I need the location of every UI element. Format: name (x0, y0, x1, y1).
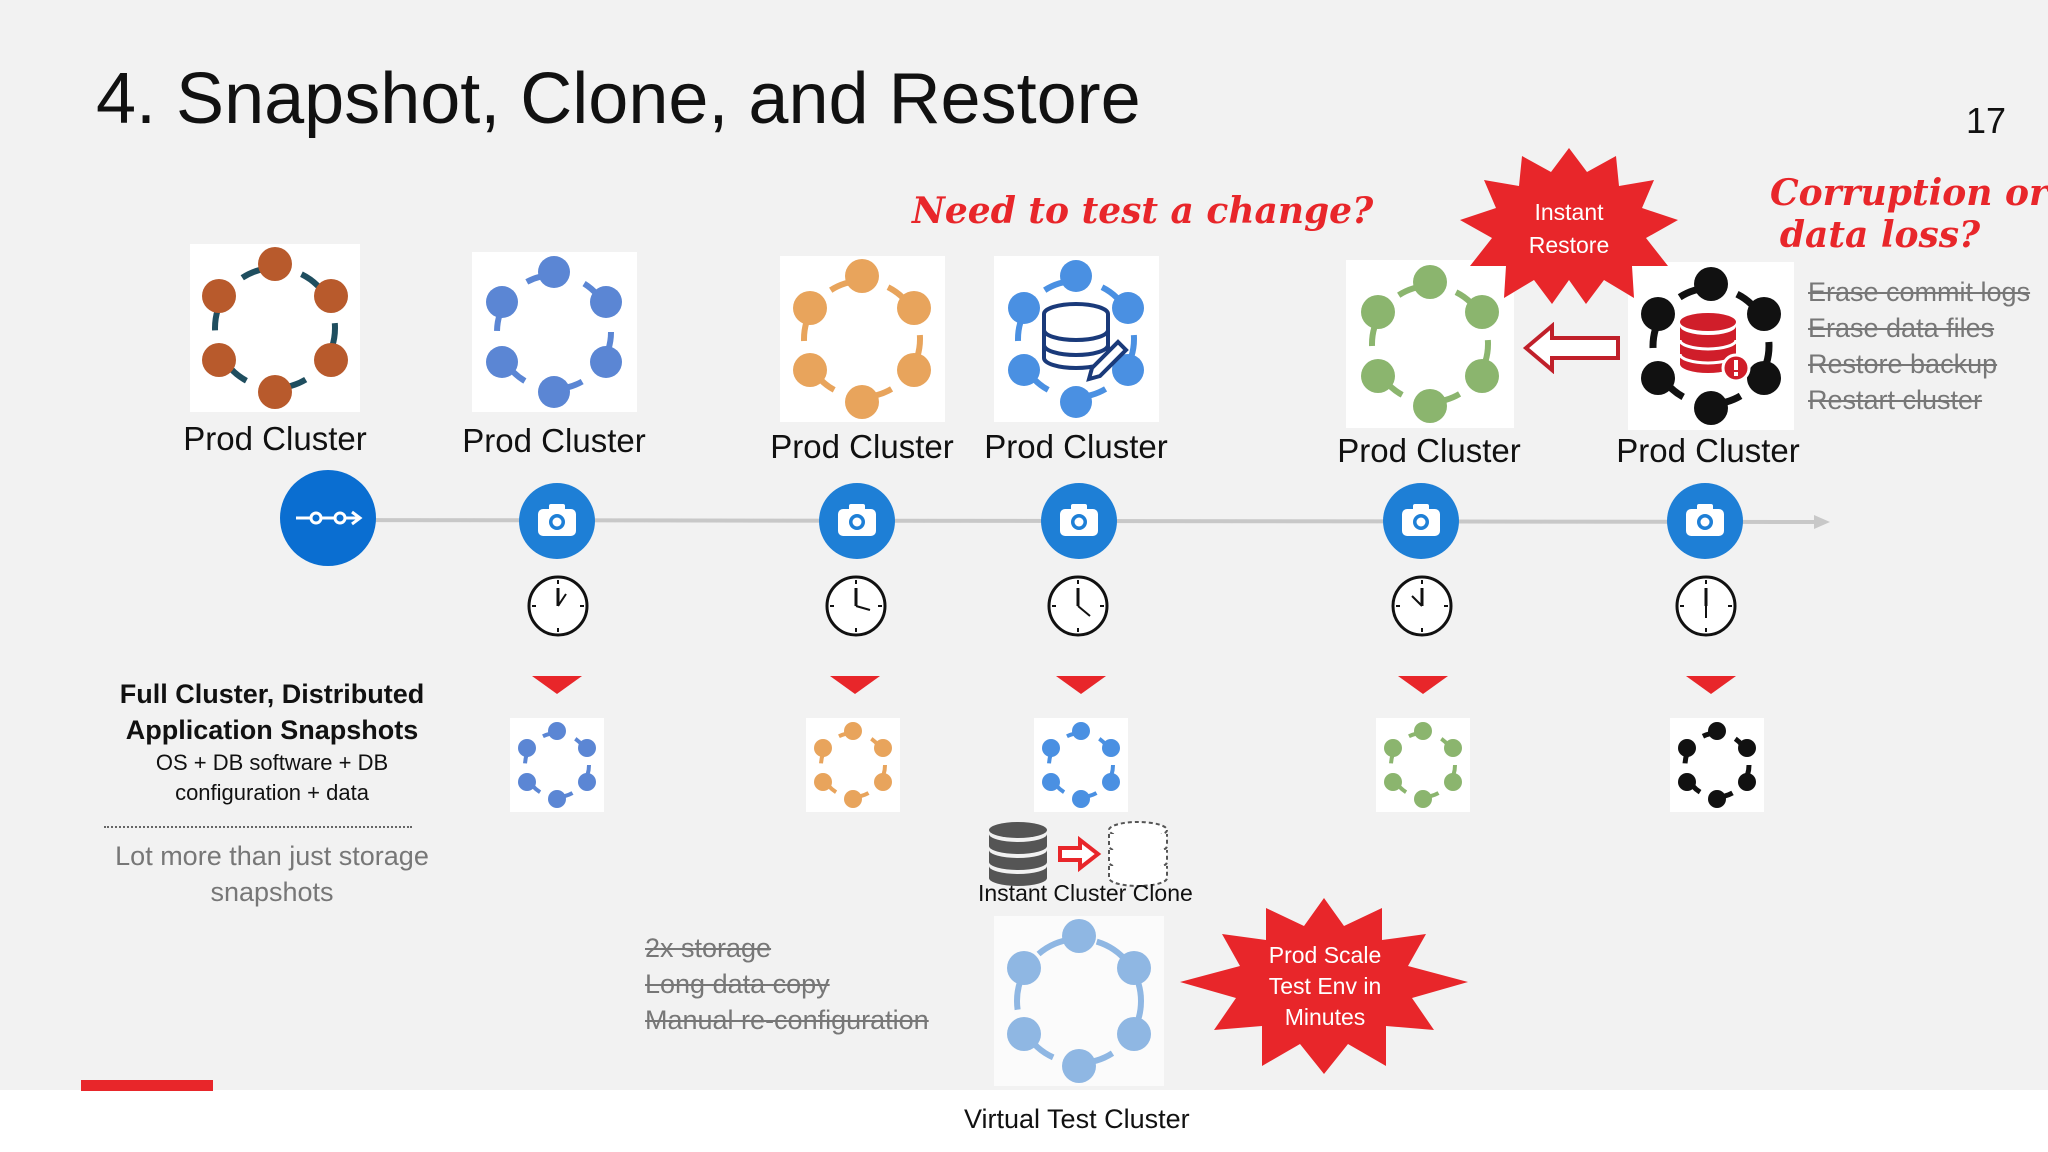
red-triangle-icon (830, 676, 880, 694)
bottom-band (0, 1090, 2048, 1152)
cluster-tile-5 (1346, 260, 1514, 428)
cluster-ring-icon (202, 247, 348, 409)
red-triangle-icon (532, 676, 582, 694)
restore-step: Restart cluster (1808, 385, 1983, 415)
prod-scale-starburst (1180, 898, 1468, 1074)
cluster-tile-4 (994, 256, 1159, 422)
clone-drawback: 2x storage (645, 933, 772, 963)
cluster-ring-icon (486, 256, 622, 408)
camera-icon[interactable] (1382, 482, 1460, 560)
instant-restore-line-1: Instant (1534, 199, 1604, 225)
instant-restore-line-2: Restore (1528, 232, 1610, 258)
red-triangle-icon (1398, 676, 1448, 694)
snapshot-cluster-icon (1384, 722, 1462, 808)
clock-icon (825, 575, 887, 637)
cluster-label-5: Prod Cluster (1337, 432, 1521, 469)
cluster-label-1: Prod Cluster (183, 420, 367, 457)
left-note-line-1: Lot more than just storage (115, 841, 429, 871)
clock-icon (527, 575, 589, 637)
cluster-tile-6 (1628, 262, 1794, 430)
slide-title: 4. Snapshot, Clone, and Restore (96, 59, 1141, 139)
prod-scale-line-1: Prod Scale (1268, 942, 1382, 968)
virtual-cluster-icon (1007, 919, 1151, 1083)
accent-bar (81, 1080, 213, 1091)
virtual-test-cluster-label: Virtual Test Cluster (964, 1104, 1190, 1134)
snapshot-cluster-icon (1678, 722, 1756, 808)
clone-arrow-icon (1058, 835, 1102, 873)
snapshot-tile-1 (510, 718, 604, 812)
snapshot-tile-3 (1034, 718, 1128, 812)
snapshot-tile-5 (1670, 718, 1764, 812)
left-heading-line-1: Full Cluster, Distributed (119, 679, 425, 709)
cluster-label-3: Prod Cluster (770, 428, 954, 465)
clone-drawback: Long data copy (645, 969, 830, 999)
cluster-tile-1 (190, 244, 360, 412)
restore-step: Erase commit logs (1808, 277, 2031, 307)
restore-arrow-icon (1522, 322, 1620, 374)
left-divider (104, 826, 412, 828)
camera-icon[interactable] (1040, 482, 1118, 560)
red-triangle-icon (1056, 676, 1106, 694)
left-panel: Full Cluster, Distributed Application Sn… (92, 676, 452, 808)
corruption-line-2: data loss? (1779, 214, 1981, 256)
left-heading-line-2: Application Snapshots (125, 715, 419, 745)
clone-db-icon (989, 821, 1168, 887)
snapshot-tile-2 (806, 718, 900, 812)
camera-icon[interactable] (818, 482, 896, 560)
cluster-db-edit-icon (1008, 260, 1144, 418)
instant-restore-starburst (1460, 148, 1678, 304)
instant-clone-label: Instant Cluster Clone (978, 880, 1193, 906)
cluster-tile-2 (472, 252, 637, 412)
snapshot-cluster-icon (518, 722, 596, 808)
snapshot-tile-4 (1376, 718, 1470, 812)
cluster-label-4: Prod Cluster (984, 428, 1168, 465)
cluster-tile-3 (780, 256, 945, 422)
corruption-callout: Corruption or data loss? (1770, 172, 2048, 256)
cluster-ring-icon (793, 259, 931, 419)
left-detail-line-2: configuration + data (175, 780, 369, 805)
instant-restore-text: Instant Restore (1506, 196, 1632, 262)
restore-steps-list: Erase commit logs Erase data files Resto… (1808, 274, 2030, 418)
restore-step: Restore backup (1808, 349, 1998, 379)
camera-icon[interactable] (1666, 482, 1744, 560)
left-note: Lot more than just storage snapshots (92, 838, 452, 910)
clone-drawback: Manual re-configuration (645, 1005, 929, 1035)
workflow-icon[interactable] (278, 468, 378, 568)
clock-icon (1391, 575, 1453, 637)
left-note-line-2: snapshots (210, 877, 334, 907)
cluster-ring-icon (1361, 265, 1499, 423)
left-detail-line-1: OS + DB software + DB (155, 750, 389, 775)
clock-icon (1675, 575, 1737, 637)
slide-number: 17 (1966, 100, 2007, 141)
cluster-db-alert-icon (1641, 267, 1781, 425)
cluster-label-6: Prod Cluster (1616, 432, 1800, 469)
prod-scale-line-2: Test Env in (1268, 973, 1382, 999)
camera-icon[interactable] (518, 482, 596, 560)
clone-drawbacks-list: 2x storage Long data copy Manual re-conf… (645, 930, 929, 1038)
timeline-arrowhead (1814, 515, 1830, 529)
clock-icon (1047, 575, 1109, 637)
corruption-line-1: Corruption or (1770, 172, 2048, 214)
cluster-label-2: Prod Cluster (462, 422, 646, 459)
need-to-test-callout: Need to test a change? (912, 190, 1374, 232)
restore-step: Erase data files (1808, 313, 1995, 343)
virtual-test-cluster-tile (994, 916, 1164, 1086)
red-triangle-icon (1686, 676, 1736, 694)
prod-scale-text: Prod Scale Test Env in Minutes (1240, 940, 1410, 1033)
snapshot-cluster-icon (814, 722, 892, 808)
prod-scale-line-3: Minutes (1284, 1004, 1366, 1030)
snapshot-cluster-icon (1042, 722, 1120, 808)
